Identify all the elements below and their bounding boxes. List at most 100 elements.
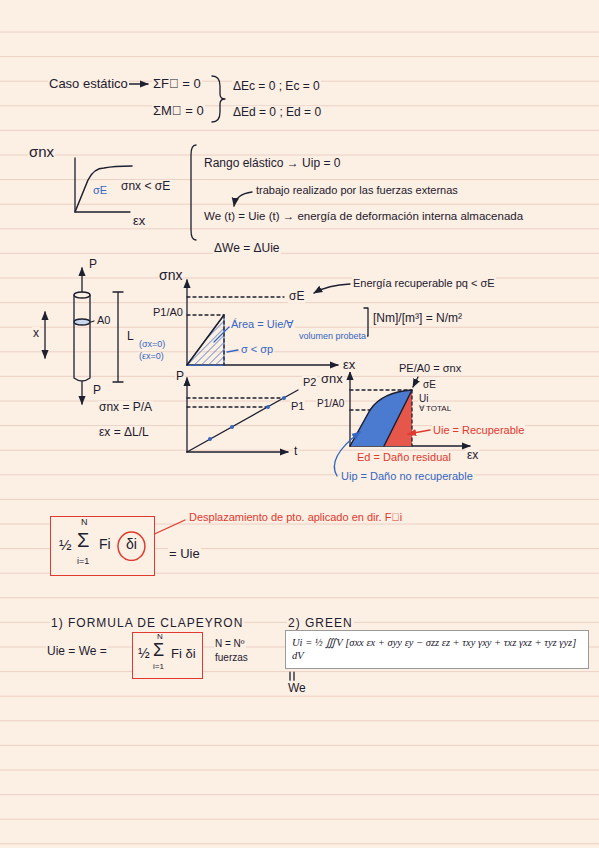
equation: ΔWe = ΔUie bbox=[213, 242, 281, 255]
ruled-line bbox=[0, 474, 599, 475]
origin-note: (σx=0) bbox=[138, 340, 166, 350]
leader-line bbox=[91, 321, 94, 322]
dimension-line bbox=[113, 292, 123, 382]
axis-label: σnx bbox=[158, 268, 183, 283]
inequality: σnx < σE bbox=[120, 180, 171, 193]
equation: ΣF⃗ = 0 bbox=[152, 77, 202, 91]
axis-label: P bbox=[175, 370, 185, 383]
axis-label: εx bbox=[342, 358, 356, 372]
ruled-line bbox=[0, 155, 599, 156]
ruled-line bbox=[0, 32, 599, 33]
formula-text: i=1 bbox=[77, 557, 89, 567]
graph-axis bbox=[349, 372, 350, 446]
axis-label: εx bbox=[466, 449, 479, 462]
point-label: P2 bbox=[302, 376, 317, 388]
equation: = Uie bbox=[168, 547, 201, 561]
area-label: Uie = Recuperable bbox=[432, 424, 525, 436]
graph-axis bbox=[186, 280, 187, 365]
formula-text: N bbox=[81, 518, 88, 528]
cross-section bbox=[74, 319, 90, 325]
ruled-line bbox=[0, 720, 599, 721]
note-text: trabajo realizado por las fuerzas extern… bbox=[255, 184, 459, 196]
equation: ΔEd = 0 ; Ed = 0 bbox=[232, 106, 322, 119]
inequality: σ < σp bbox=[240, 343, 274, 355]
load-point bbox=[266, 405, 270, 409]
section-heading: 1) FORMULA DE CLAPEYRON bbox=[50, 617, 244, 630]
callout-note: Desplazamiento de pto. aplicado en dir. … bbox=[188, 511, 403, 523]
force-label: P bbox=[88, 258, 98, 271]
note-arrow bbox=[413, 377, 418, 387]
formula-text: Fi δi bbox=[171, 647, 196, 661]
equation: εx = ΔL/L bbox=[98, 426, 150, 439]
ruled-line bbox=[0, 696, 599, 697]
note-text: Rango elástico → Uip = 0 bbox=[203, 157, 341, 170]
bar-end bbox=[74, 292, 90, 298]
note-arrow bbox=[234, 192, 252, 206]
force-arrow bbox=[81, 382, 82, 404]
ruled-line bbox=[0, 56, 599, 57]
equation: ΣM⃗ = 0 bbox=[152, 104, 205, 118]
curve-label: σE bbox=[422, 379, 437, 390]
ruled-line bbox=[0, 499, 599, 500]
formula-text: ½ bbox=[59, 537, 72, 554]
area-label: A0 bbox=[96, 314, 111, 326]
equation: Uie = We = bbox=[46, 645, 108, 658]
ruled-line bbox=[0, 794, 599, 795]
equals-sign bbox=[290, 672, 294, 680]
area-label: Ed = Daño residual bbox=[356, 451, 452, 463]
ruled-line bbox=[0, 204, 599, 205]
bar-body bbox=[74, 295, 90, 381]
section-heading: 2) GREEN bbox=[287, 617, 354, 630]
hatched-area bbox=[187, 315, 224, 365]
note-text: fuerzas bbox=[214, 652, 249, 663]
force-arrow bbox=[81, 268, 82, 292]
formula-text: Ui = ½ ∭V [σxx εx + σyy εy − σzz εz + τx… bbox=[292, 637, 582, 662]
ruled-line bbox=[0, 278, 599, 279]
formula-text: i=1 bbox=[153, 663, 164, 672]
level-label: P1/A0 bbox=[152, 306, 184, 318]
axis-label: σnx bbox=[28, 144, 55, 161]
ruled-line bbox=[0, 130, 599, 131]
brace bbox=[212, 76, 225, 122]
formula-text: δi bbox=[126, 537, 137, 552]
area-note: volumen probeta bbox=[298, 332, 367, 342]
ruled-line bbox=[0, 770, 599, 771]
note-text: Energía recuperable pq < σE bbox=[352, 277, 496, 289]
formula-box: ½ΣNi=1 Fiδi bbox=[50, 516, 155, 576]
note-arrow bbox=[408, 430, 430, 434]
unit-label: [Nm]/[m³] = N/m² bbox=[372, 312, 463, 325]
axis-label: εx bbox=[132, 214, 146, 228]
note-arrow bbox=[314, 284, 350, 293]
formula-text: ½ bbox=[138, 646, 150, 661]
circle-outline bbox=[118, 532, 145, 560]
ruled-line bbox=[0, 228, 599, 229]
load-point bbox=[230, 425, 234, 429]
ruled-line bbox=[0, 745, 599, 746]
dashed-guide bbox=[187, 297, 284, 365]
area-label: ∀ TOTAL bbox=[418, 405, 452, 414]
ruled-line bbox=[0, 450, 599, 451]
area-label: Uip = Daño no recuperable bbox=[340, 470, 474, 482]
equation-box: Ui = ½ ∭V [σxx εx + σyy εy − σzz εz + τx… bbox=[285, 630, 589, 669]
implication-arrow bbox=[128, 83, 148, 84]
formula-text: Fi bbox=[99, 537, 111, 552]
axis-label: σnx bbox=[320, 372, 344, 386]
axis-label: t bbox=[293, 445, 298, 458]
curve-label: σE bbox=[92, 184, 108, 196]
level-label: PE/A0 = σnx bbox=[398, 362, 462, 374]
plastic-energy-area bbox=[350, 390, 412, 446]
elastic-line bbox=[187, 315, 224, 365]
leader-line bbox=[227, 350, 238, 352]
formula-text: N bbox=[157, 633, 163, 642]
bracket bbox=[191, 145, 196, 240]
stress-strain-curve bbox=[350, 390, 412, 446]
graph-axis bbox=[187, 451, 288, 452]
ruled-lines bbox=[0, 32, 599, 844]
dimension-arrow bbox=[44, 312, 45, 358]
graph-axis bbox=[186, 378, 187, 452]
origin-note: (εx=0) bbox=[138, 352, 165, 362]
ruled-line bbox=[0, 179, 599, 180]
formula-text: Σ bbox=[77, 529, 89, 551]
